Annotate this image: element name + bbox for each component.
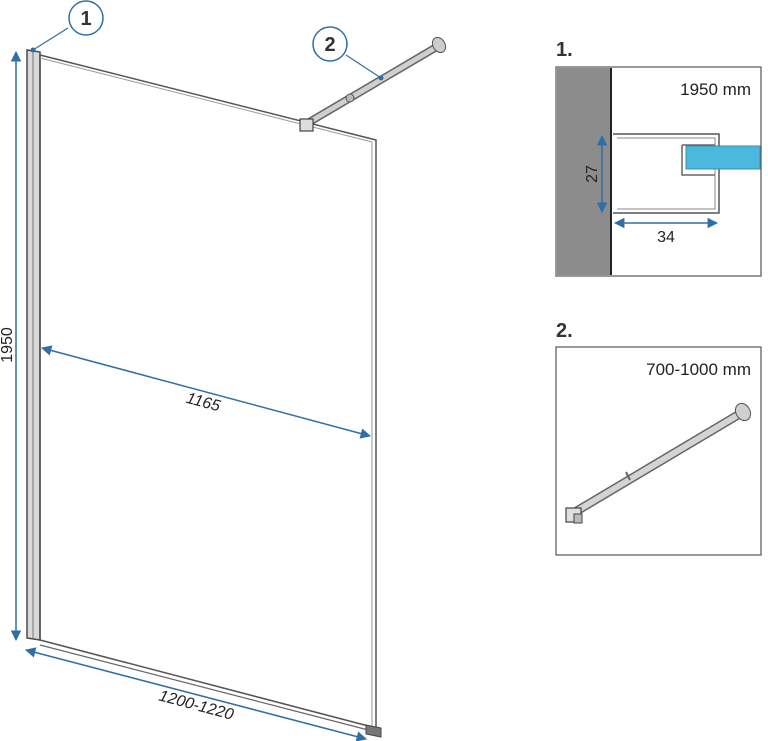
glass-width-dimension: 1165 [40,345,372,439]
floor-foot [365,724,382,738]
height-label: 1950 [0,327,16,363]
detail-1-spec: 1950 mm [680,80,751,99]
stabilizer-bar [299,36,447,132]
detail-1-height-label: 27 [584,165,601,183]
height-dimension: 1950 [0,50,22,642]
detail-2-title: 2. [556,320,573,342]
detail-2-frame [555,346,762,556]
detail-2: 2. 700-1000 mm [555,320,762,556]
detail-1-width-label: 34 [657,229,675,246]
callout-1: 1 [30,0,104,53]
glass-edge [685,145,761,170]
glass-width-label: 1165 [184,390,222,415]
callout-2-label: 2 [324,34,335,56]
glass-panel [39,54,377,733]
callout-2: 2 [312,26,384,81]
detail-1: 1. 1950 mm 27 34 [555,39,762,277]
detail-2-spec: 700-1000 mm [646,360,751,379]
total-width-dimension: 1200-1220 [24,647,368,741]
wall-profile [26,49,41,641]
callout-1-label: 1 [80,8,91,30]
detail-1-title: 1. [556,39,573,61]
